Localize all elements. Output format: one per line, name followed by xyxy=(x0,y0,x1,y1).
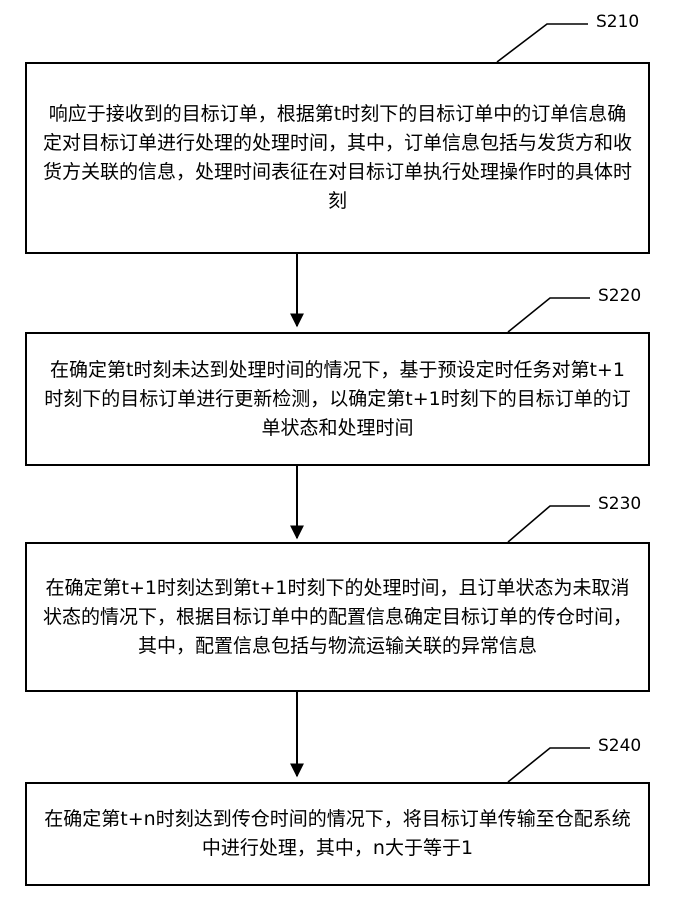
step-box-s230: 在确定第t+1时刻达到第t+1时刻下的处理时间，且订单状态为未取消状态的情况下，… xyxy=(25,542,650,692)
step-box-s240: 在确定第t+n时刻达到传仓时间的情况下，将目标订单传输至仓配系统中进行处理，其中… xyxy=(25,782,650,886)
leader-line-s220 xyxy=(508,298,590,332)
leader-line-s210 xyxy=(497,24,588,62)
step-label-s230: S230 xyxy=(598,494,641,514)
step-label-s210: S210 xyxy=(596,12,639,32)
step-text-s210: 响应于接收到的目标订单，根据第t时刻下的目标订单中的订单信息确定对目标订单进行处… xyxy=(41,100,634,216)
step-text-s240: 在确定第t+n时刻达到传仓时间的情况下，将目标订单传输至仓配系统中进行处理，其中… xyxy=(41,805,634,863)
step-text-s220: 在确定第t时刻未达到处理时间的情况下，基于预设定时任务对第t+1时刻下的目标订单… xyxy=(41,356,634,443)
step-text-s230: 在确定第t+1时刻达到第t+1时刻下的处理时间，且订单状态为未取消状态的情况下，… xyxy=(41,574,634,661)
step-box-s210: 响应于接收到的目标订单，根据第t时刻下的目标订单中的订单信息确定对目标订单进行处… xyxy=(25,62,650,254)
leader-line-s230 xyxy=(508,506,590,542)
step-label-s220: S220 xyxy=(598,286,641,306)
leader-line-s240 xyxy=(508,748,590,782)
step-label-s240: S240 xyxy=(598,736,641,756)
step-box-s220: 在确定第t时刻未达到处理时间的情况下，基于预设定时任务对第t+1时刻下的目标订单… xyxy=(25,332,650,466)
